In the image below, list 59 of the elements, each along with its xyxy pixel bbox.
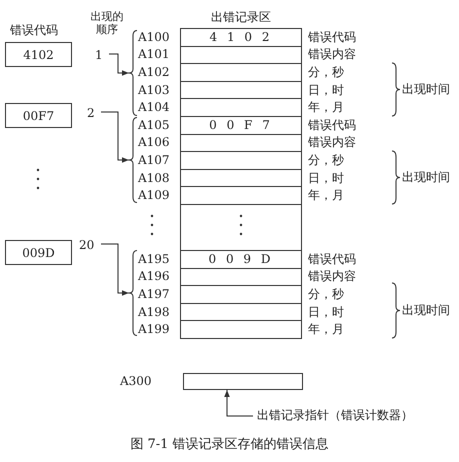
- sequence-number: 20: [79, 238, 94, 252]
- bracket-label: 出现时间: [402, 82, 450, 96]
- field-label: 错误代码: [308, 252, 356, 266]
- memory-cell: [180, 186, 302, 205]
- field-label: 分，秒: [308, 153, 344, 167]
- sequence-number: 2: [87, 106, 95, 120]
- field-label: 日，时: [308, 304, 344, 319]
- arrow: [100, 244, 130, 296]
- address-label: A198: [138, 304, 170, 319]
- address-label: A195: [138, 252, 170, 266]
- field-label: 错误代码: [308, 30, 356, 44]
- address-label: A105: [138, 118, 170, 132]
- sequence-number: 1: [95, 48, 103, 62]
- address-label: A100: [138, 30, 170, 44]
- field-label: 年，月: [308, 188, 344, 202]
- field-label: 年，月: [308, 100, 344, 114]
- field-label: 错误内容: [308, 47, 356, 62]
- address-label: A103: [138, 82, 170, 97]
- address-label: A196: [138, 269, 170, 284]
- field-label: 分，秒: [308, 287, 344, 301]
- arrow: [100, 112, 130, 163]
- pointer-label: 出错记录指针（错误计数器）: [257, 408, 413, 422]
- field-label: 日，时: [308, 170, 344, 185]
- memory-cell: [180, 285, 302, 304]
- address-label: A108: [138, 170, 170, 185]
- error-code-box: 4102: [5, 42, 72, 67]
- address-label: A107: [138, 153, 170, 167]
- bracket-label: 出现时间: [402, 303, 450, 317]
- address-label: A101: [138, 47, 170, 62]
- memory-cell: [180, 98, 302, 117]
- column-heading: 错误代码: [10, 23, 58, 37]
- memory-cell: [180, 151, 302, 170]
- error-code-box: 009D: [5, 240, 72, 265]
- address-label: A300: [120, 374, 152, 388]
- address-label: A104: [138, 100, 170, 114]
- field-label: 年，月: [308, 322, 344, 336]
- address-label: A102: [138, 65, 170, 79]
- field-label: 错误内容: [308, 269, 356, 284]
- register-box: [183, 373, 303, 390]
- memory-cell: 0 0 F 7: [180, 116, 302, 135]
- figure-caption: 图 7-1 错误记录区存储的错误信息: [129, 438, 330, 452]
- field-label: 错误代码: [308, 118, 356, 132]
- memory-cell: 0 0 9 D: [180, 250, 302, 269]
- address-label: A106: [138, 135, 170, 150]
- field-label: 日，时: [308, 82, 344, 97]
- arrow: [224, 390, 254, 416]
- column-heading: 出现的顺序: [90, 10, 124, 36]
- field-label: 错误内容: [308, 135, 356, 150]
- memory-cell: [180, 63, 302, 82]
- table-heading: 出错记录区: [210, 10, 272, 24]
- address-label: A199: [138, 322, 170, 336]
- address-label: A109: [138, 188, 170, 202]
- memory-cell: [180, 320, 302, 339]
- error-code-box: 00F7: [5, 103, 72, 128]
- bracket-label: 出现时间: [402, 170, 450, 184]
- memory-cell: 4 1 0 2: [180, 28, 302, 47]
- address-label: A197: [138, 287, 170, 301]
- field-label: 分，秒: [308, 65, 344, 79]
- arrow: [108, 54, 130, 76]
